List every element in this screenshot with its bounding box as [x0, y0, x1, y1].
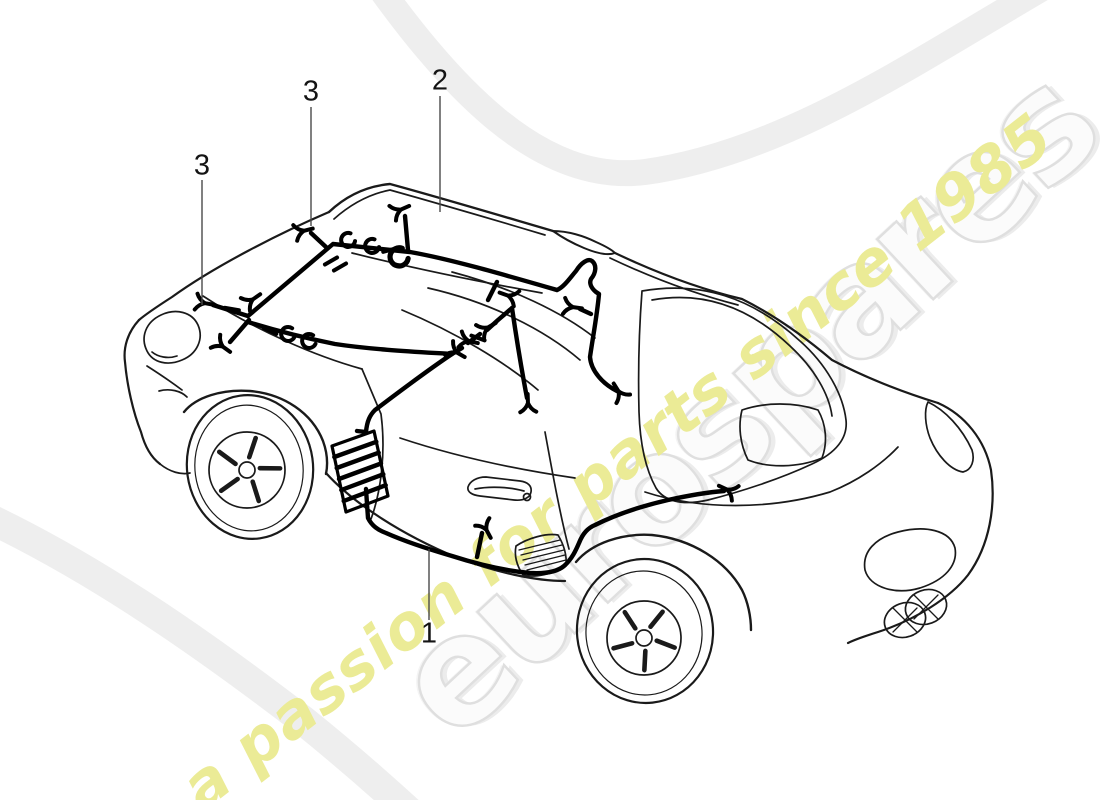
headlight [143, 310, 201, 364]
license-recess [863, 528, 957, 592]
front-wheel [182, 389, 329, 540]
callout-label-2-main: 2 [431, 64, 449, 97]
callout-label-3-front-mid: 3 [302, 75, 320, 108]
door-module-box [330, 428, 390, 514]
taillight [924, 401, 974, 473]
harness-main-rail [245, 241, 560, 319]
car-outline [123, 182, 994, 705]
callout-label-1-sill: 1 [420, 617, 438, 650]
harness-sill-rail [364, 488, 727, 576]
callout-leader-lines [201, 96, 441, 620]
exhaust-tips [883, 588, 948, 639]
callout-label-3-front-left: 3 [193, 149, 211, 182]
rear-wheel [574, 533, 753, 705]
wiring-harness [192, 196, 741, 576]
door-handle [467, 476, 532, 502]
